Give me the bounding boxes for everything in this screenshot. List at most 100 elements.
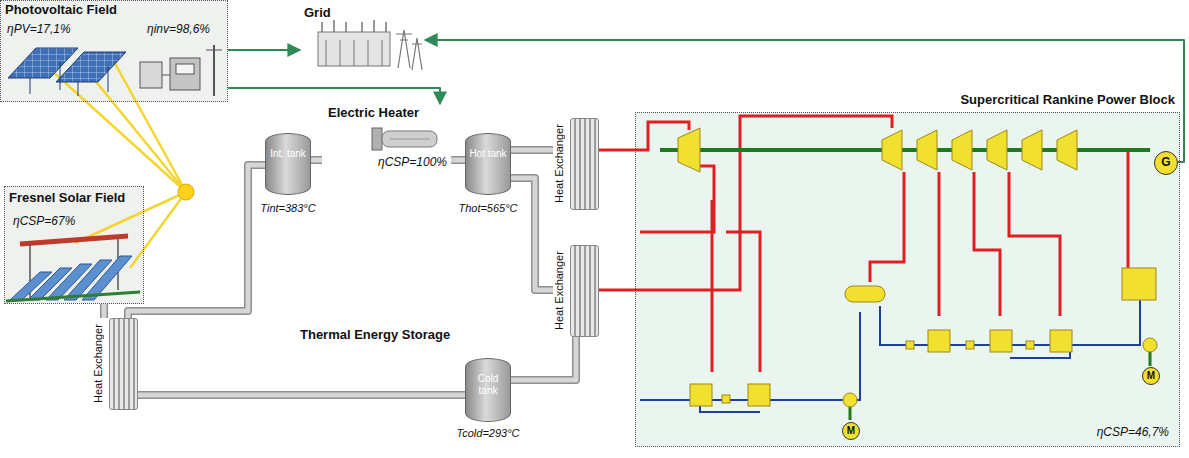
connector-stroke: [128, 165, 265, 318]
node-label: Supercritical Rankine Power Block: [960, 93, 1175, 108]
node-label: Hot tank: [468, 148, 508, 160]
node-label: Heat Exchanger: [553, 118, 568, 210]
pv-array: [108, 66, 109, 92]
panel-ground: [0, 0, 1180, 447]
power-block-panel: Supercritical Rankine Power BlockηCSP=46…: [635, 112, 1180, 447]
heater-exchanger-symbol: [966, 341, 974, 349]
node-label: Photovoltaic Field: [5, 3, 117, 18]
power-line: [228, 50, 300, 51]
section-label: Thermal Energy Storage: [300, 327, 450, 342]
connector-stroke: [128, 165, 265, 318]
power-block-lines: [1009, 172, 1060, 316]
connector-stroke: [311, 156, 322, 164]
power-block-lines: [635, 116, 892, 290]
turbine-symbol: [678, 128, 700, 172]
connector-stroke: [511, 178, 553, 290]
pv-field-panel: Photovoltaic FieldηPV=17,1%ηinv=98,6%: [0, 0, 228, 102]
power-block-lines: [938, 172, 941, 316]
connector-stroke: [599, 149, 635, 152]
connector-stroke: [102, 304, 107, 318]
inverter-symbol: [162, 75, 170, 76]
pv-array: [60, 62, 61, 90]
heater-symbol: [382, 131, 437, 147]
heater-exchanger-symbol: [1026, 341, 1034, 349]
heater-exchanger-symbol: [906, 341, 914, 349]
value-label: ηPV=17,1%: [7, 23, 71, 37]
fresnel-field: [6, 236, 140, 301]
heater-exchanger-symbol: [690, 268, 1157, 407]
power-block-lines: [870, 172, 904, 282]
turbine-symbol: [678, 128, 1077, 172]
motor-symbol: M: [1142, 367, 1160, 385]
connector-stroke: [451, 158, 465, 163]
node-label: Cold tank: [468, 373, 508, 396]
inverter-symbol: [213, 45, 215, 96]
heater-exchanger-symbol: [843, 393, 857, 407]
power-block-lines: [850, 351, 1150, 420]
value-label: ηCSP=67%: [13, 215, 75, 229]
power-block-lines: [711, 200, 714, 372]
connector-stroke: [511, 337, 576, 380]
motor-symbol: M: [842, 422, 860, 440]
node-label: Heat Exchanger: [553, 245, 568, 337]
sun-symbol: [178, 184, 194, 200]
grid-symbol: [318, 20, 422, 70]
pipe-connector: [599, 150, 635, 151]
inverter-symbol: [176, 64, 194, 74]
pipe-connector: [511, 337, 576, 380]
value-label: ηCSP=100%: [378, 156, 447, 170]
node-label: Grid: [304, 6, 331, 21]
heater-symbol: [372, 128, 437, 150]
connector-stroke: [511, 148, 553, 153]
connector-stroke: [599, 289, 635, 292]
pipe-connector: [138, 395, 465, 396]
exchanger-core: [570, 245, 599, 337]
heater-symbol: [372, 128, 382, 150]
power-block-lines: [726, 232, 760, 372]
pipe-connector: [451, 160, 465, 161]
power-line: [425, 40, 1184, 162]
heater-exchanger-symbol: [845, 286, 885, 302]
connector-stroke: [228, 49, 300, 51]
connector-stroke: [100, 304, 108, 318]
pipe-connector: [311, 160, 322, 161]
generator-symbol: G: [1154, 151, 1178, 175]
grid-symbol: [322, 20, 386, 32]
value-label: Tint=383°C: [260, 202, 315, 215]
connector-stroke: [511, 178, 553, 290]
value-label: Tcold=293°C: [456, 427, 519, 440]
turbine-symbol: [987, 130, 1007, 170]
connector-stroke: [138, 391, 465, 399]
grid-symbol: [318, 32, 390, 66]
heater-exchanger-symbol: [1143, 338, 1157, 352]
exchanger-core: [109, 318, 138, 410]
power-block-lines: [635, 116, 1128, 372]
pv-array: [30, 78, 31, 94]
node-label: Electric Heater: [328, 106, 419, 121]
inverter-symbol: [140, 45, 222, 96]
connector-stroke: [451, 156, 465, 164]
power-line: [228, 88, 440, 104]
storage-tank: Hot tankThot=565°C: [465, 133, 511, 195]
exchanger-core: [570, 118, 599, 210]
heater-node: Electric Heater ηCSP=100%: [322, 104, 451, 174]
power-block-lines: [635, 116, 1150, 420]
panel-ground: [635, 112, 1180, 447]
connector-stroke: [138, 393, 465, 398]
storage-tank: Int. tankTint=383°C: [265, 133, 311, 195]
turbine-symbol: [917, 130, 937, 170]
value-label: ηCSP=46,7%: [1095, 426, 1171, 440]
inverter-symbol: [140, 62, 162, 88]
node-label: Heat Exchanger: [92, 318, 107, 410]
node-label: Int. tank: [268, 148, 308, 160]
value-label: Thot=565°C: [458, 202, 517, 215]
heater-exchanger-symbol: [990, 330, 1012, 352]
power-block-lines: [974, 172, 1000, 316]
power-block-lines: [640, 166, 714, 232]
turbine-symbol: [1057, 130, 1077, 170]
power-block-lines: [1086, 150, 1128, 268]
heat-exchanger: Heat Exchanger: [553, 118, 599, 210]
turbine-symbol: [882, 130, 902, 170]
heater-exchanger-symbol: [1050, 330, 1072, 352]
heater-symbol: [390, 139, 430, 140]
